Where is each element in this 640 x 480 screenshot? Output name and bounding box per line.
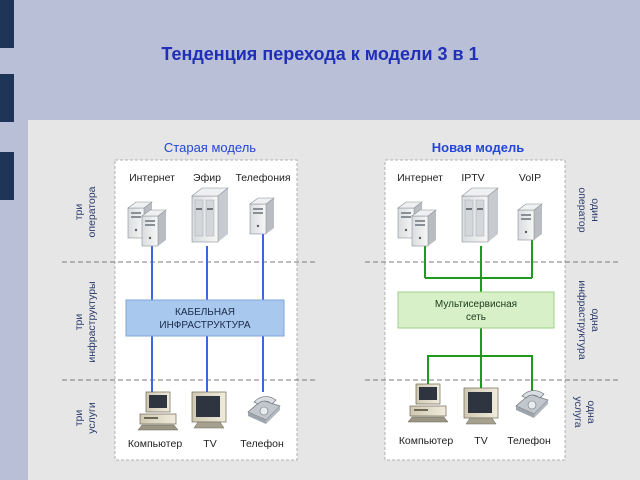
decorative-bar-2	[0, 74, 14, 122]
old-side-label-infrastructures-line1: три	[73, 314, 85, 331]
new-device-tv: TV	[474, 435, 487, 447]
server-icon	[141, 209, 167, 247]
new-side-label-service-line2: услуга	[572, 396, 584, 427]
server-icon	[411, 209, 437, 247]
decorative-bar-3	[0, 152, 14, 200]
old-model-heading: Старая модель	[164, 140, 256, 155]
new-side-label-service: одна услуга	[572, 396, 597, 427]
slide-title: Тенденция перехода к модели 3 в 1	[161, 44, 479, 64]
new-service-internet: Интернет	[397, 172, 443, 184]
old-side-label-operators: три оператора	[73, 186, 98, 237]
old-device-phone: Телефон	[240, 438, 284, 450]
old-side-label-infrastructures-line2: инфраструктуры	[86, 281, 98, 362]
new-links	[424, 240, 533, 392]
multiservice-network-label-2: сеть	[466, 312, 486, 323]
cable-infrastructure-label-2: ИНФРАСТРУКТУРА	[159, 320, 251, 331]
old-side-label-services-line2: услуги	[86, 402, 98, 434]
new-side-label-operator: один оператор	[576, 187, 601, 232]
old-service-telephony: Телефония	[235, 172, 290, 184]
decorative-bar-1	[0, 0, 14, 48]
multiservice-network-label-1: Мультисервисная	[435, 299, 517, 310]
new-side-label-infrastructure-line2: инфраструктура	[576, 280, 588, 360]
old-side-label-services-line1: три	[73, 410, 85, 427]
new-side-label-operator-line2: оператор	[576, 187, 588, 232]
server-icon	[249, 197, 275, 235]
server-icon	[517, 203, 543, 241]
new-service-voip: VoIP	[519, 172, 541, 184]
old-side-label-operators-line2: оператора	[86, 186, 98, 237]
cable-infrastructure-label-1: КАБЕЛЬНАЯ	[175, 307, 235, 318]
new-service-iptv: IPTV	[461, 172, 484, 184]
new-device-phone: Телефон	[507, 435, 551, 447]
new-model-heading: Новая модель	[432, 140, 525, 155]
tower-server-icon	[461, 187, 499, 243]
new-side-label-service-line1: одна	[585, 400, 597, 424]
old-links	[151, 232, 264, 392]
new-side-label-infrastructure-line1: одна	[589, 308, 601, 332]
multiservice-network-box	[397, 291, 555, 329]
new-device-computer: Компьютер	[399, 435, 454, 447]
new-side-label-infrastructure: одна инфраструктура	[576, 280, 601, 360]
new-side-label-operator-line1: один	[589, 198, 601, 222]
old-device-tv: TV	[203, 438, 216, 450]
old-side-label-services: три услуги	[73, 402, 98, 434]
old-service-broadcast: Эфир	[193, 172, 221, 184]
old-side-label-infrastructures: три инфраструктуры	[73, 281, 98, 362]
cable-infrastructure-box	[125, 299, 285, 337]
old-side-label-operators-line1: три	[73, 204, 85, 221]
tower-server-icon	[191, 187, 229, 243]
old-device-computer: Компьютер	[128, 438, 183, 450]
old-service-internet: Интернет	[129, 172, 175, 184]
